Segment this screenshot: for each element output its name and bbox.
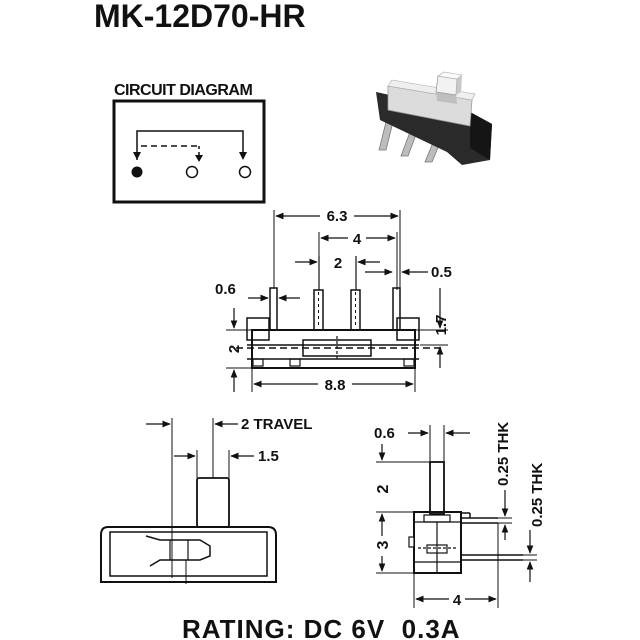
circuit-diagram-label: CIRCUIT DIAGRAM <box>114 82 252 99</box>
dim-pin-width-right: 0.5 <box>431 264 452 281</box>
dim-outer-pin-pitch: 4 <box>353 231 362 248</box>
terminal-right <box>238 165 252 179</box>
dim-actuator-width: 1.5 <box>258 448 279 465</box>
dim-actuator-thickness: 0.6 <box>374 425 395 442</box>
terminal-center <box>185 165 199 179</box>
dim-pin-width-left: 0.6 <box>215 281 236 298</box>
dim-actuator-height: 2 <box>375 484 392 493</box>
dim-overall-pin-span: 6.3 <box>327 208 348 225</box>
dim-depth: 4 <box>453 592 462 609</box>
top-view: 6.3 4 2 0.5 0.6 2 1.7 8.8 <box>215 206 452 394</box>
dim-plate-thk-upper: 0.25 THK <box>495 422 512 486</box>
dim-body-height-top: 2 <box>226 345 243 353</box>
dim-travel: 2 TRAVEL <box>241 416 312 433</box>
dim-body-height-side: 3 <box>375 540 392 549</box>
terminal-common <box>131 166 143 178</box>
dim-body-length: 8.8 <box>325 377 346 394</box>
part-number-title: MK-12D70-HR <box>94 0 306 34</box>
rating-text: RATING: DC 6V 0.3A <box>182 614 461 640</box>
dim-pin-pitch: 2 <box>334 255 342 272</box>
circuit-diagram-frame <box>112 99 266 204</box>
circuit-diagram: CIRCUIT DIAGRAM <box>112 82 266 204</box>
product-photo <box>376 71 492 165</box>
dim-plate-thk-lower: 0.25 THK <box>529 463 546 527</box>
dim-pin-length: 1.7 <box>433 315 450 336</box>
side-view: 0.6 2 3 4 0.25 THK 0.25 THK <box>372 422 546 609</box>
front-view: 2 TRAVEL 1.5 <box>100 416 312 584</box>
